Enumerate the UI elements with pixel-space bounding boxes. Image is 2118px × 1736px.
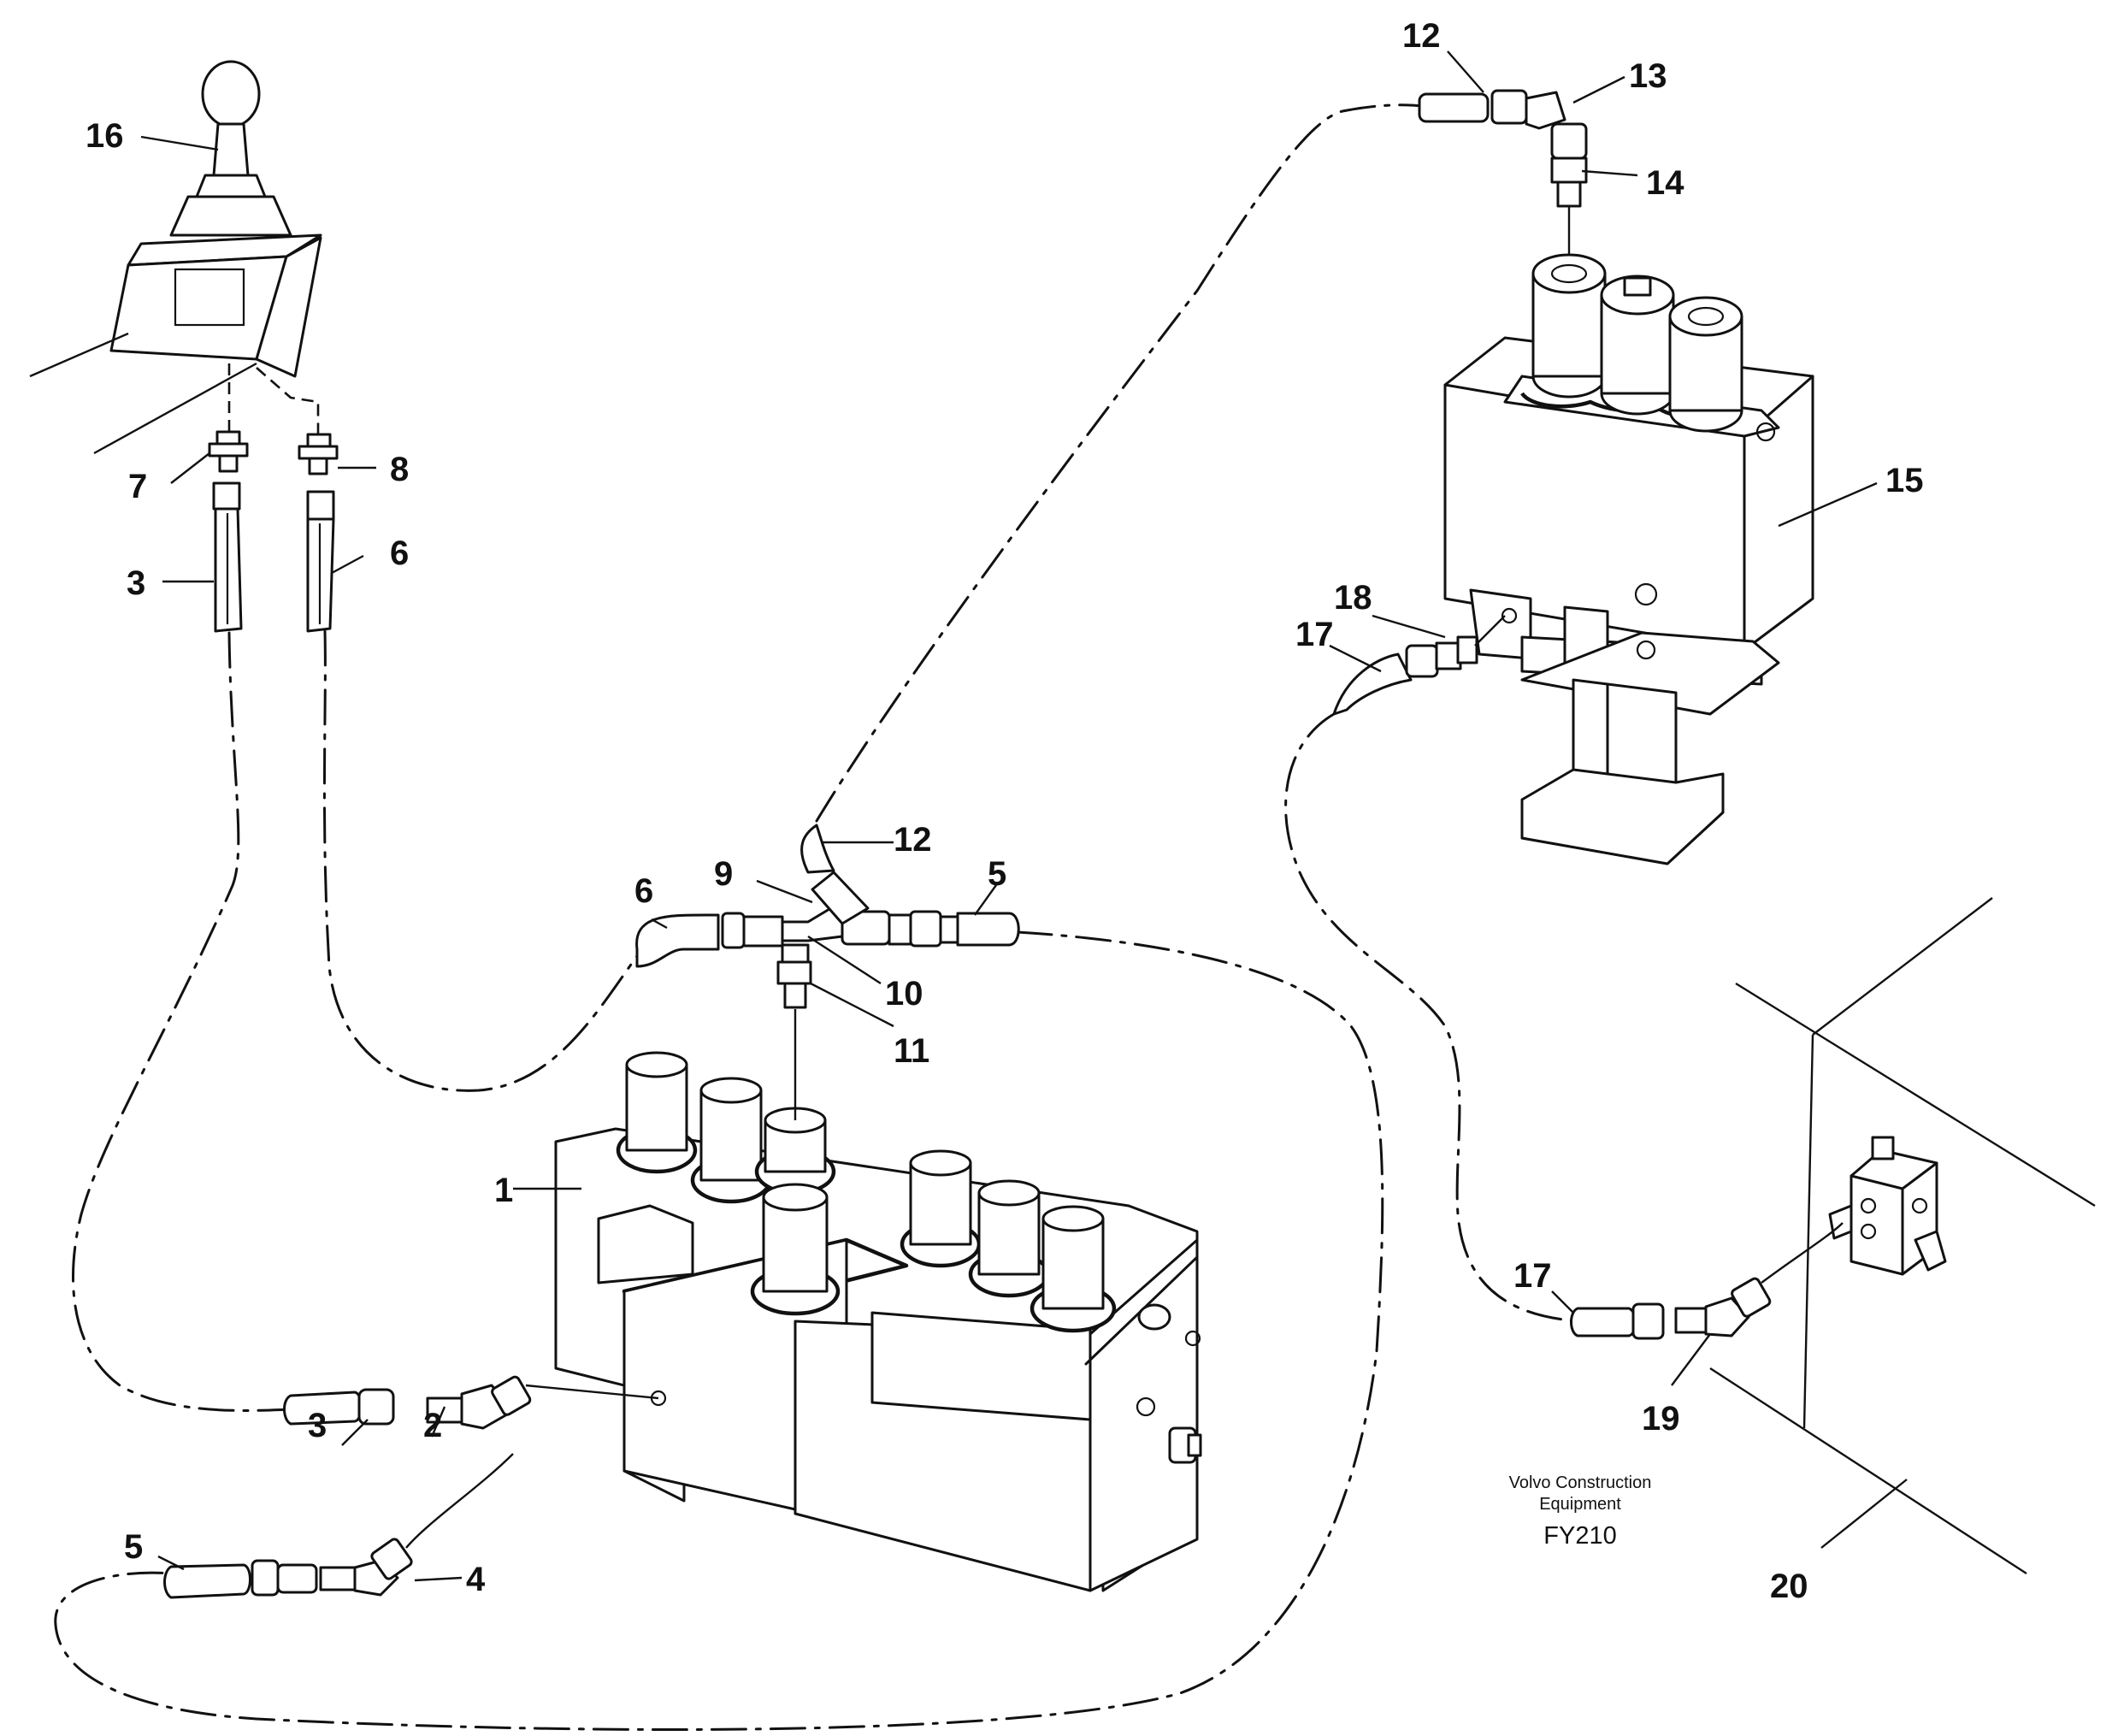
callout-6-upper: 6 [390,534,409,572]
valve-spools [616,1051,1117,1333]
callout-20: 20 [1770,1568,1808,1605]
caption-equipment: Equipment [1539,1495,1621,1514]
valve-block-main [554,1051,1202,1592]
hose-routes [54,103,1584,1731]
callout-12-tee: 12 [894,821,932,859]
manifold-block [1828,1136,1947,1276]
callout-10: 10 [885,975,923,1013]
control-lever [29,60,322,455]
callout-8: 8 [390,451,409,488]
callout-11: 11 [894,1032,929,1070]
callout-7: 7 [128,468,147,505]
callout-17-upper: 17 [1295,616,1334,653]
callout-14: 14 [1646,164,1684,202]
caption-block: Volvo Construction Equipment FY210 [1509,1473,1652,1550]
hose-end-6-upper [306,490,335,633]
mounting-panel [1709,897,2096,1575]
tee-fitting-assembly [635,824,1020,1120]
lower-left-fittings [163,1375,659,1599]
fitting-18 [1332,615,1506,716]
callout-15: 15 [1885,462,1924,499]
callout-1: 1 [494,1172,513,1209]
callout-4: 4 [466,1561,486,1598]
fitting-7 [208,430,249,473]
callout-13: 13 [1629,57,1667,95]
callout-labels: 16 7 8 3 6 1 3 2 5 4 6 9 12 5 10 11 12 1… [86,17,1924,1605]
callout-5-tee: 5 [988,855,1006,893]
fitting-8 [298,433,339,475]
callout-18: 18 [1334,579,1372,617]
callout-9: 9 [714,855,733,893]
callout-5-lower: 5 [124,1528,143,1566]
callout-2: 2 [423,1407,442,1444]
fittings-17-19 [1570,1222,1844,1340]
caption-company: Volvo Construction [1509,1473,1652,1492]
callout-6-tee: 6 [634,872,653,910]
callout-3-lower: 3 [308,1407,327,1444]
caption-code: FY210 [1543,1522,1616,1550]
callout-19: 19 [1642,1400,1680,1438]
pilot-valve-assembly [1418,89,1814,865]
hose-end-3-upper [212,481,243,633]
callout-12-top: 12 [1402,17,1441,55]
callout-3-upper: 3 [127,564,145,602]
callout-17-lower: 17 [1513,1257,1552,1295]
callout-16: 16 [86,117,124,155]
callout-leaders [140,50,1878,1582]
